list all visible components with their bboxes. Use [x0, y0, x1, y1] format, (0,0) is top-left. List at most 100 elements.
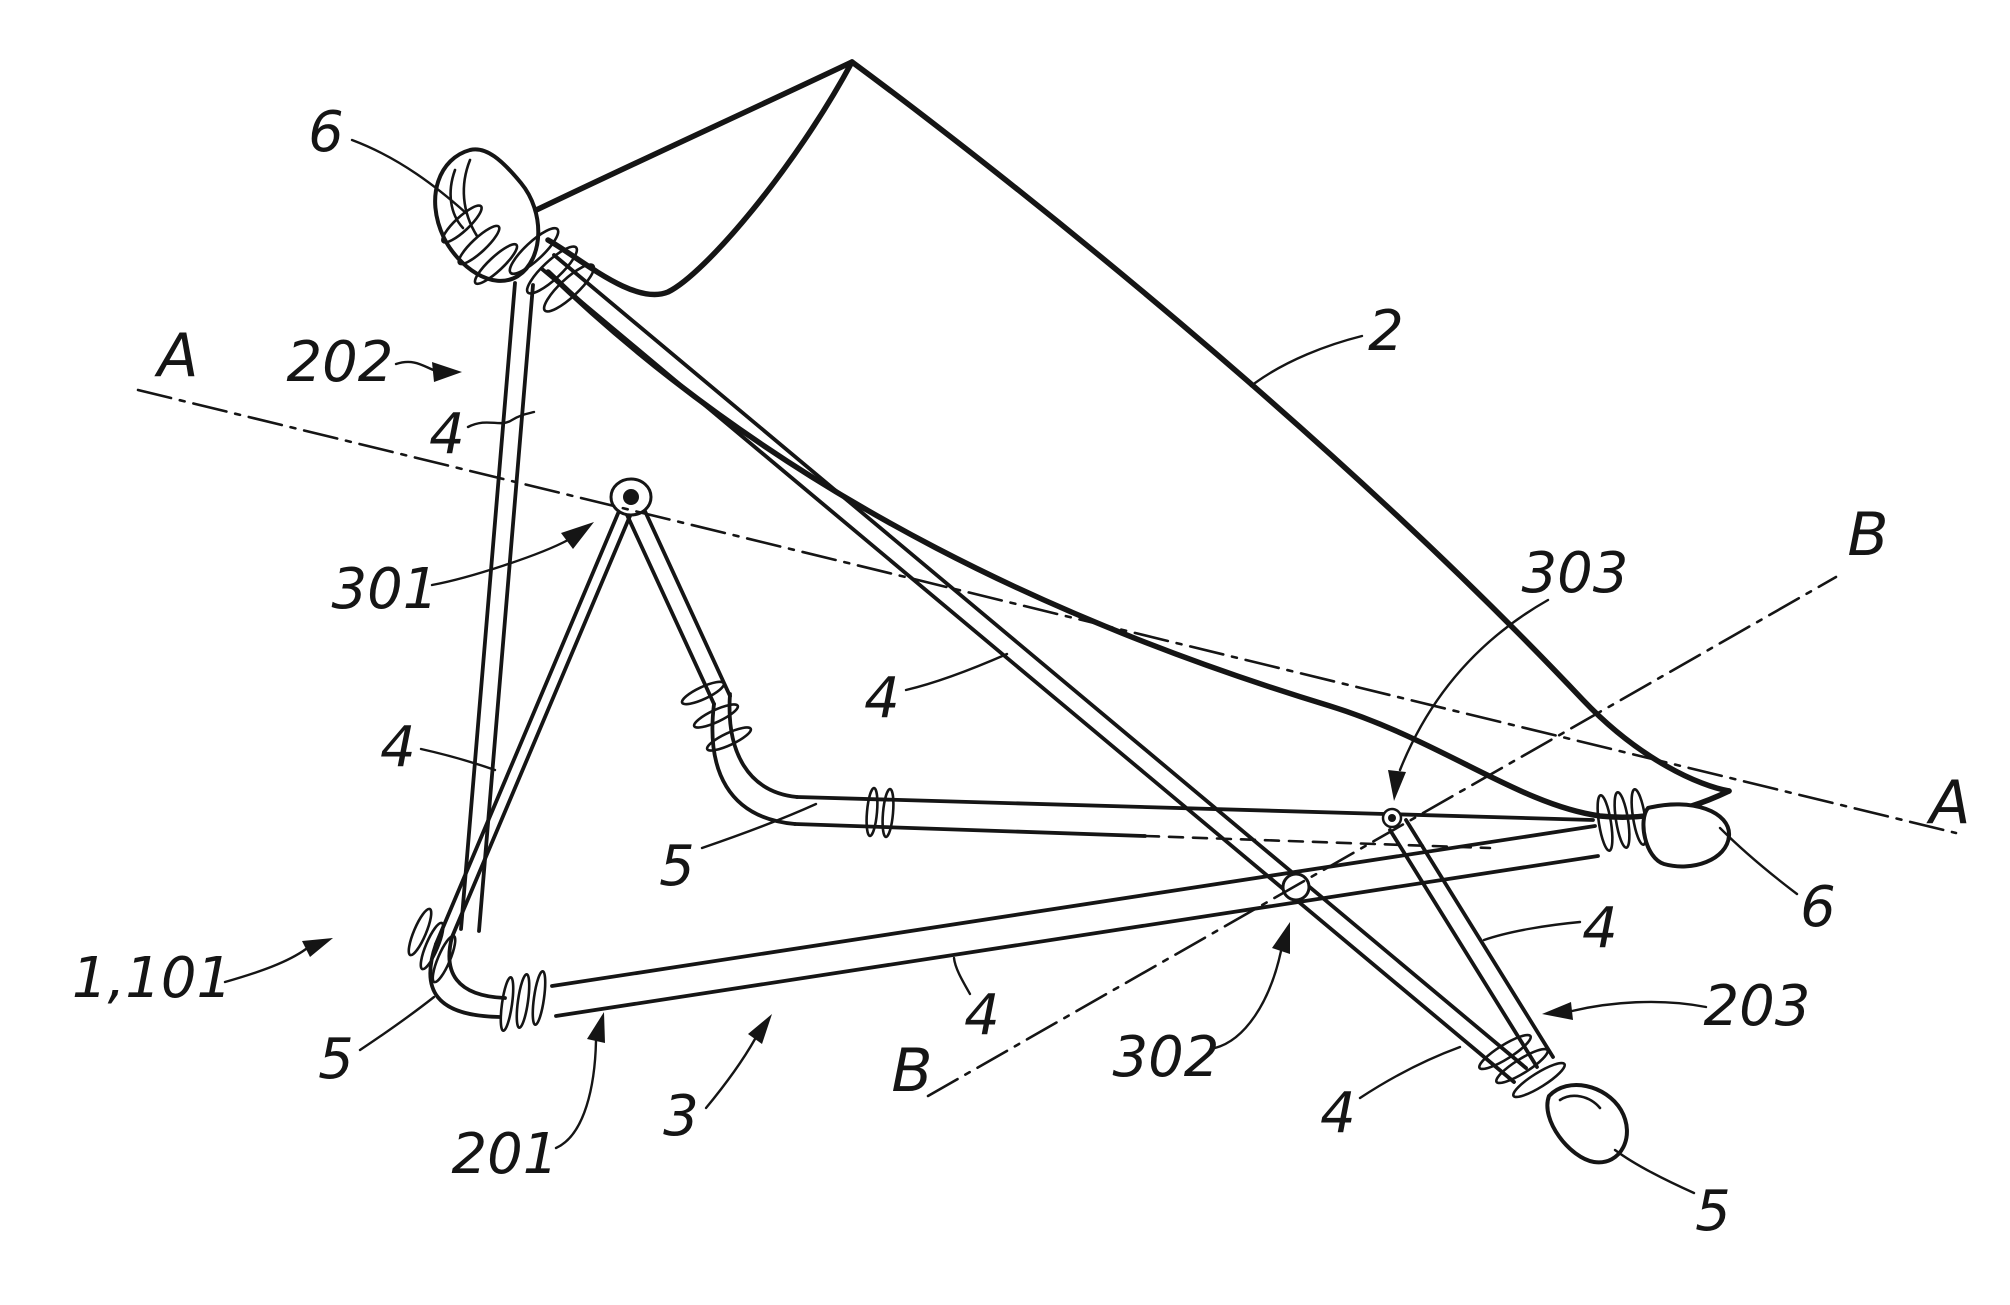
mid-rail-hidden-line [1143, 834, 1492, 850]
leader-4e [952, 956, 972, 996]
right-end-cap [1641, 802, 1732, 869]
label-fabric: 2 [1368, 299, 1404, 364]
right-hanger-tube [1388, 818, 1555, 1069]
label-foot-right: 5 [1695, 1179, 1731, 1244]
label-member-201: 201 [452, 1122, 559, 1187]
right-foot-rib-3 [1511, 1061, 1567, 1099]
label-hinge-301: 301 [332, 557, 439, 622]
leader-201 [554, 1039, 598, 1150]
arrowhead-303 [1388, 770, 1406, 801]
fabric-fold-edge [545, 59, 855, 298]
label-tube-d: 4 [1582, 896, 1618, 961]
left-foot-rib-3 [431, 934, 457, 984]
top-cap-rib-2 [457, 224, 501, 266]
label-assembly: 1,101 [72, 946, 232, 1011]
mid-rail-collar-rib-1 [865, 786, 879, 838]
top-cap-rib-3 [473, 242, 519, 286]
leader-5b [700, 802, 818, 850]
top-cap [433, 147, 541, 283]
leader-cap-top [350, 138, 468, 215]
top-cap-rib-1 [441, 204, 483, 244]
leader-6b [1718, 826, 1799, 896]
leader-5a [358, 995, 436, 1052]
leader-203 [1570, 1000, 1708, 1013]
leader-1101 [223, 947, 308, 984]
section-line-b-b [926, 575, 1838, 1098]
rear-leg-tube [540, 253, 1528, 1084]
reference-labels: A 6 202 4 301 2 303 B 4 4 5 A 6 4 1,101 … [72, 100, 1971, 1244]
leader-2 [1249, 334, 1364, 388]
label-member-202: 202 [287, 330, 394, 395]
left-collar-rib-3 [531, 969, 547, 1027]
right-foot-cap-detail [1558, 1094, 1602, 1110]
leader-303 [1398, 598, 1550, 772]
mid-rail-top-line [795, 795, 1595, 822]
middle-leg-rib-2 [692, 703, 740, 729]
fabric-bottom-hem [545, 269, 1732, 820]
label-cap-right: 6 [1800, 875, 1836, 940]
label-section-b-lower: B [891, 1036, 932, 1106]
top-collar-rib-1 [508, 226, 560, 276]
leader-lines [223, 138, 1799, 1195]
arrowhead-1101 [302, 938, 333, 957]
leader-4b [904, 652, 1009, 692]
fabric-seat-outline [525, 59, 1732, 820]
middle-leg-tube [620, 494, 732, 706]
left-collar-rib-2 [515, 972, 531, 1030]
label-cap-top: 6 [308, 100, 344, 165]
right-collar-rib-1 [1596, 794, 1614, 852]
mid-rail-bottom-line [793, 822, 1147, 838]
right-foot-rib-2 [1494, 1047, 1550, 1085]
label-tube-a: 4 [429, 402, 465, 467]
top-cap-detail [449, 158, 479, 238]
right-collar-rib-2 [1613, 791, 1631, 849]
top-collar-rib-2 [525, 245, 579, 295]
leader-4c [419, 747, 497, 772]
middle-foot-elbow [710, 692, 799, 826]
right-foot-cap [1545, 1083, 1629, 1165]
leader-4a [466, 410, 536, 429]
hinge-303-pin [1388, 814, 1396, 822]
left-foot-rib-2 [419, 921, 445, 971]
leader-5c [1613, 1148, 1696, 1195]
leader-302 [1213, 949, 1283, 1050]
leader-4d [1482, 920, 1582, 942]
label-tube-b: 4 [864, 666, 900, 731]
label-tube-c: 4 [380, 715, 416, 780]
label-section-a-right: A [1925, 768, 1970, 838]
label-section-b-upper: B [1847, 500, 1888, 570]
middle-leg-rib-3 [705, 726, 753, 752]
fabric-left-edge [525, 59, 855, 217]
arrowhead-301 [561, 522, 594, 549]
section-lines [136, 388, 1958, 1098]
arrowhead-202 [432, 362, 462, 382]
label-foot-left: 5 [318, 1027, 354, 1092]
label-member-203: 203 [1704, 974, 1811, 1039]
middle-leg-rib-1 [680, 680, 726, 706]
bottom-rail-tube [550, 824, 1600, 1018]
frame-tubes [428, 253, 1600, 1084]
left-collar-rib-1 [499, 975, 515, 1033]
section-line-a-a [136, 388, 1958, 835]
right-foot-rib-1 [1477, 1033, 1533, 1071]
top-collar-rib-3 [542, 263, 596, 313]
label-hinge-303: 303 [1522, 541, 1629, 606]
hinge-301-pin [623, 489, 639, 505]
label-foot-mid: 5 [659, 834, 695, 899]
label-tube-e: 4 [964, 983, 1000, 1048]
left-foot-rib-1 [407, 907, 433, 957]
left-lower-leg-tube [434, 495, 640, 946]
label-section-a-left: A [153, 321, 198, 391]
mid-rail-collar-rib-2 [881, 787, 895, 839]
arrowhead-302 [1272, 922, 1290, 954]
arrowhead-203 [1542, 1002, 1573, 1020]
arrowhead-3 [748, 1014, 772, 1044]
joints-and-caps [407, 147, 1732, 1165]
label-crossbar: 3 [663, 1084, 699, 1149]
leader-4f [1358, 1045, 1462, 1100]
label-hinge-302: 302 [1113, 1025, 1220, 1090]
arrowhead-201 [587, 1012, 605, 1043]
leader-301 [430, 538, 570, 587]
